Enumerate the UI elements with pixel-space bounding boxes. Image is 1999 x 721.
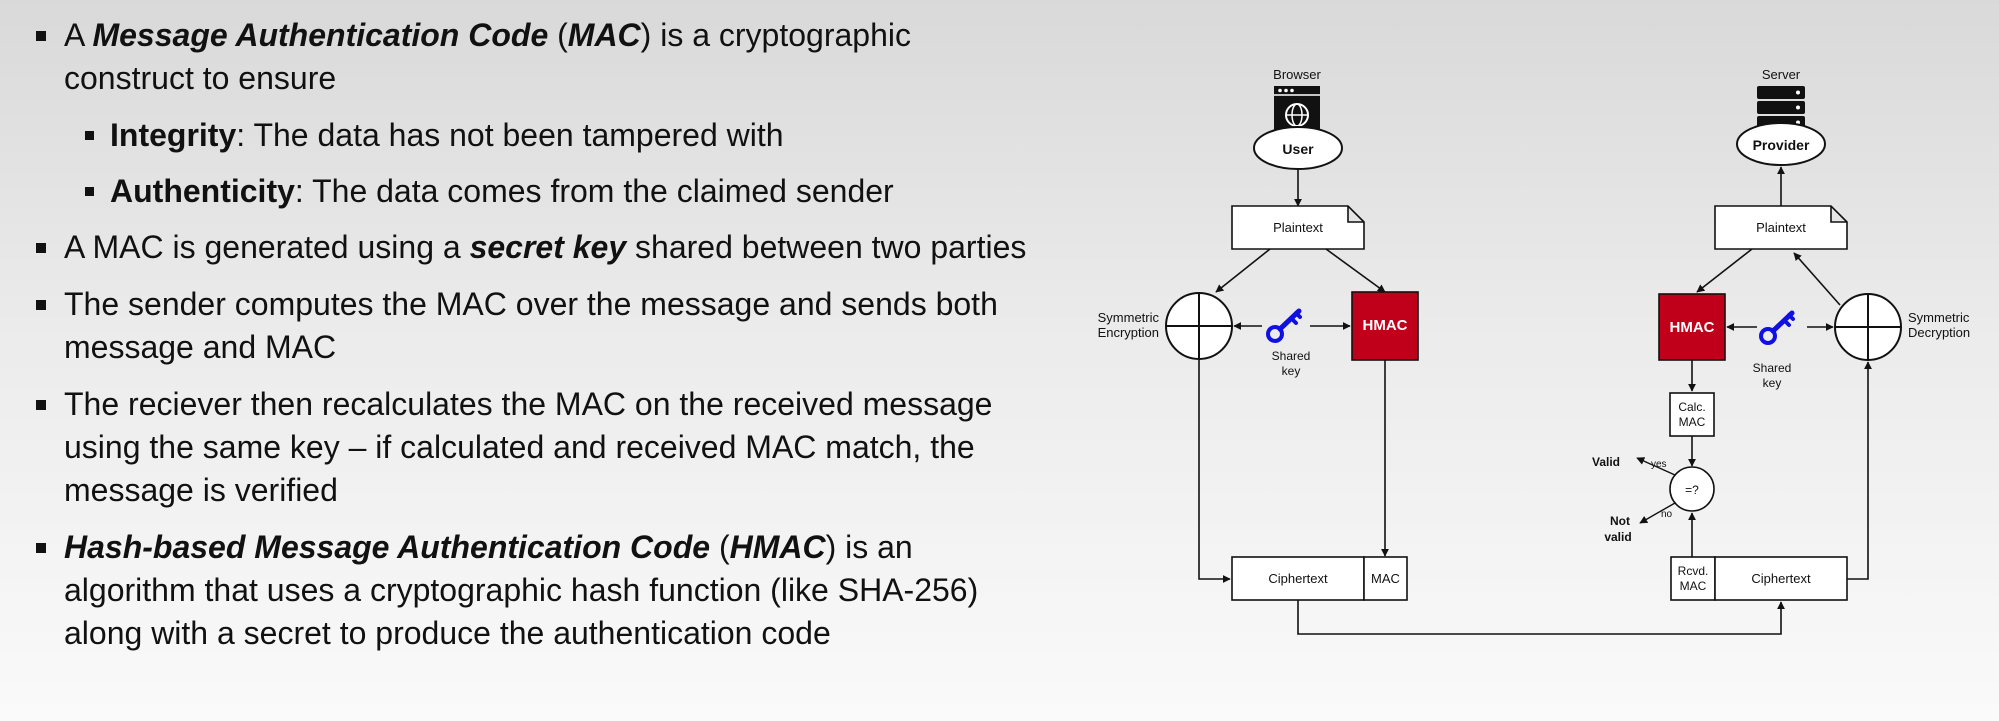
bullet-text: A MAC is generated using a	[64, 229, 470, 265]
shared-key-right-icon	[1759, 310, 1795, 345]
slide-bullets: A Message Authentication Code (MAC) is a…	[30, 14, 1030, 669]
compare-to-not-valid-arrow	[1639, 502, 1676, 524]
no-label: no	[1661, 509, 1673, 520]
bullet-secret-key: A MAC is generated using a secret key sh…	[30, 226, 1030, 269]
bullet-text: shared between two parties	[626, 229, 1027, 265]
bullet-text: The reciever then recalculates the MAC o…	[64, 386, 993, 508]
plaintext-to-hmac-arrow	[1325, 248, 1386, 293]
valid-label: Valid	[1592, 455, 1620, 469]
shared-key-left-label-2: key	[1282, 364, 1301, 378]
ciphertext-right-label: Ciphertext	[1751, 571, 1811, 586]
bullet-square-icon	[36, 243, 46, 253]
mac-box-label: MAC	[1371, 571, 1400, 586]
decryption-xor-icon	[1834, 293, 1902, 361]
provider-label: Provider	[1753, 137, 1810, 153]
calc-mac-label-2: MAC	[1679, 415, 1706, 429]
bullet-square-icon	[36, 31, 46, 41]
term-secret-key: secret key	[469, 229, 627, 265]
bullet-square-icon	[36, 300, 46, 310]
plaintext-right-label: Plaintext	[1756, 220, 1806, 235]
mac-box	[1363, 556, 1408, 601]
bullet-receiver: The reciever then recalculates the MAC o…	[30, 383, 1030, 512]
bullet-text: A	[64, 17, 93, 53]
term-authenticity: Authenticity	[110, 173, 295, 209]
bullet-text: (	[710, 529, 730, 565]
bullet-mac-definition: A Message Authentication Code (MAC) is a…	[30, 14, 1030, 100]
shared-key-left-label-1: Shared	[1272, 349, 1311, 363]
rcvd-mac-label-2: MAC	[1680, 579, 1707, 593]
hmac-right-box	[1658, 293, 1726, 361]
bullet-text: ) is an algorithm that uses a cryptograp…	[64, 529, 979, 651]
plaintext-left-label: Plaintext	[1273, 220, 1323, 235]
sub-bullet-integrity: Integrity: The data has not been tampere…	[80, 114, 1030, 157]
sym-dec-label-2: Decryption	[1908, 325, 1970, 340]
browser-label: Browser	[1273, 67, 1321, 82]
bullet-text: The sender computes the MAC over the mes…	[64, 286, 998, 365]
sym-dec-label-1: Symmetric	[1908, 310, 1970, 325]
term-hmac: HMAC	[729, 529, 826, 565]
bullet-hmac: Hash-based Message Authentication Code (…	[30, 526, 1030, 655]
term-hmac-full: Hash-based Message Authentication Code	[64, 529, 711, 565]
bullet-sender: The sender computes the MAC over the mes…	[30, 283, 1030, 369]
calc-mac-label-1: Calc.	[1678, 400, 1705, 414]
bullet-square-icon	[36, 400, 46, 410]
transmission-arrow	[1297, 600, 1785, 635]
ciphertext-left-box	[1231, 556, 1365, 601]
shared-key-left-icon	[1266, 308, 1302, 343]
browser-icon	[1274, 86, 1320, 132]
term-mac: MAC	[567, 17, 641, 53]
encryption-to-ciphertext-arrow	[1198, 359, 1231, 583]
shared-key-right-label-1: Shared	[1753, 361, 1792, 375]
not-valid-label-2: valid	[1604, 530, 1631, 544]
sym-enc-label-2: Encryption	[1098, 325, 1159, 340]
bullet-square-icon	[36, 543, 46, 553]
bullet-text: (	[548, 17, 568, 53]
bullet-square-icon	[85, 187, 94, 196]
sub-bullet-authenticity: Authenticity: The data comes from the cl…	[80, 170, 1030, 213]
plaintext-to-encryption-arrow	[1215, 248, 1271, 293]
bullet-square-icon	[85, 131, 94, 140]
user-label: User	[1282, 141, 1314, 157]
term-integrity: Integrity	[110, 117, 237, 153]
server-label: Server	[1762, 67, 1801, 82]
hmac-right-label: HMAC	[1670, 319, 1715, 336]
ciphertext-left-label: Ciphertext	[1268, 571, 1328, 586]
plaintext-to-hmac-right-arrow	[1696, 248, 1753, 293]
hmac-left-box	[1351, 291, 1419, 361]
provider-ellipse	[1736, 122, 1826, 166]
plaintext-left-doc	[1231, 205, 1365, 250]
bullet-text: : The data comes from the claimed sender	[294, 173, 894, 209]
yes-label: yes	[1651, 459, 1667, 470]
plaintext-right-doc	[1714, 205, 1848, 250]
term-mac-full: Message Authentication Code	[92, 17, 549, 53]
compare-to-valid-arrow	[1636, 457, 1676, 476]
ciphertext-to-decryption-arrow	[1847, 361, 1872, 580]
bullet-text: ) is a cryptographic construct to ensure	[64, 17, 911, 96]
shared-key-right-label-2: key	[1763, 376, 1782, 390]
sym-enc-label-1: Symmetric	[1098, 310, 1160, 325]
compare-label: =?	[1685, 483, 1699, 497]
decryption-to-plaintext-arrow	[1793, 252, 1841, 306]
hmac-left-label: HMAC	[1363, 317, 1408, 334]
compare-circle	[1669, 466, 1715, 512]
ciphertext-right-box	[1714, 556, 1848, 601]
encryption-xor-icon	[1165, 292, 1233, 360]
not-valid-label-1: Not	[1610, 514, 1630, 528]
bullet-text: : The data has not been tampered with	[236, 117, 784, 153]
rcvd-mac-label-1: Rcvd.	[1678, 564, 1709, 578]
